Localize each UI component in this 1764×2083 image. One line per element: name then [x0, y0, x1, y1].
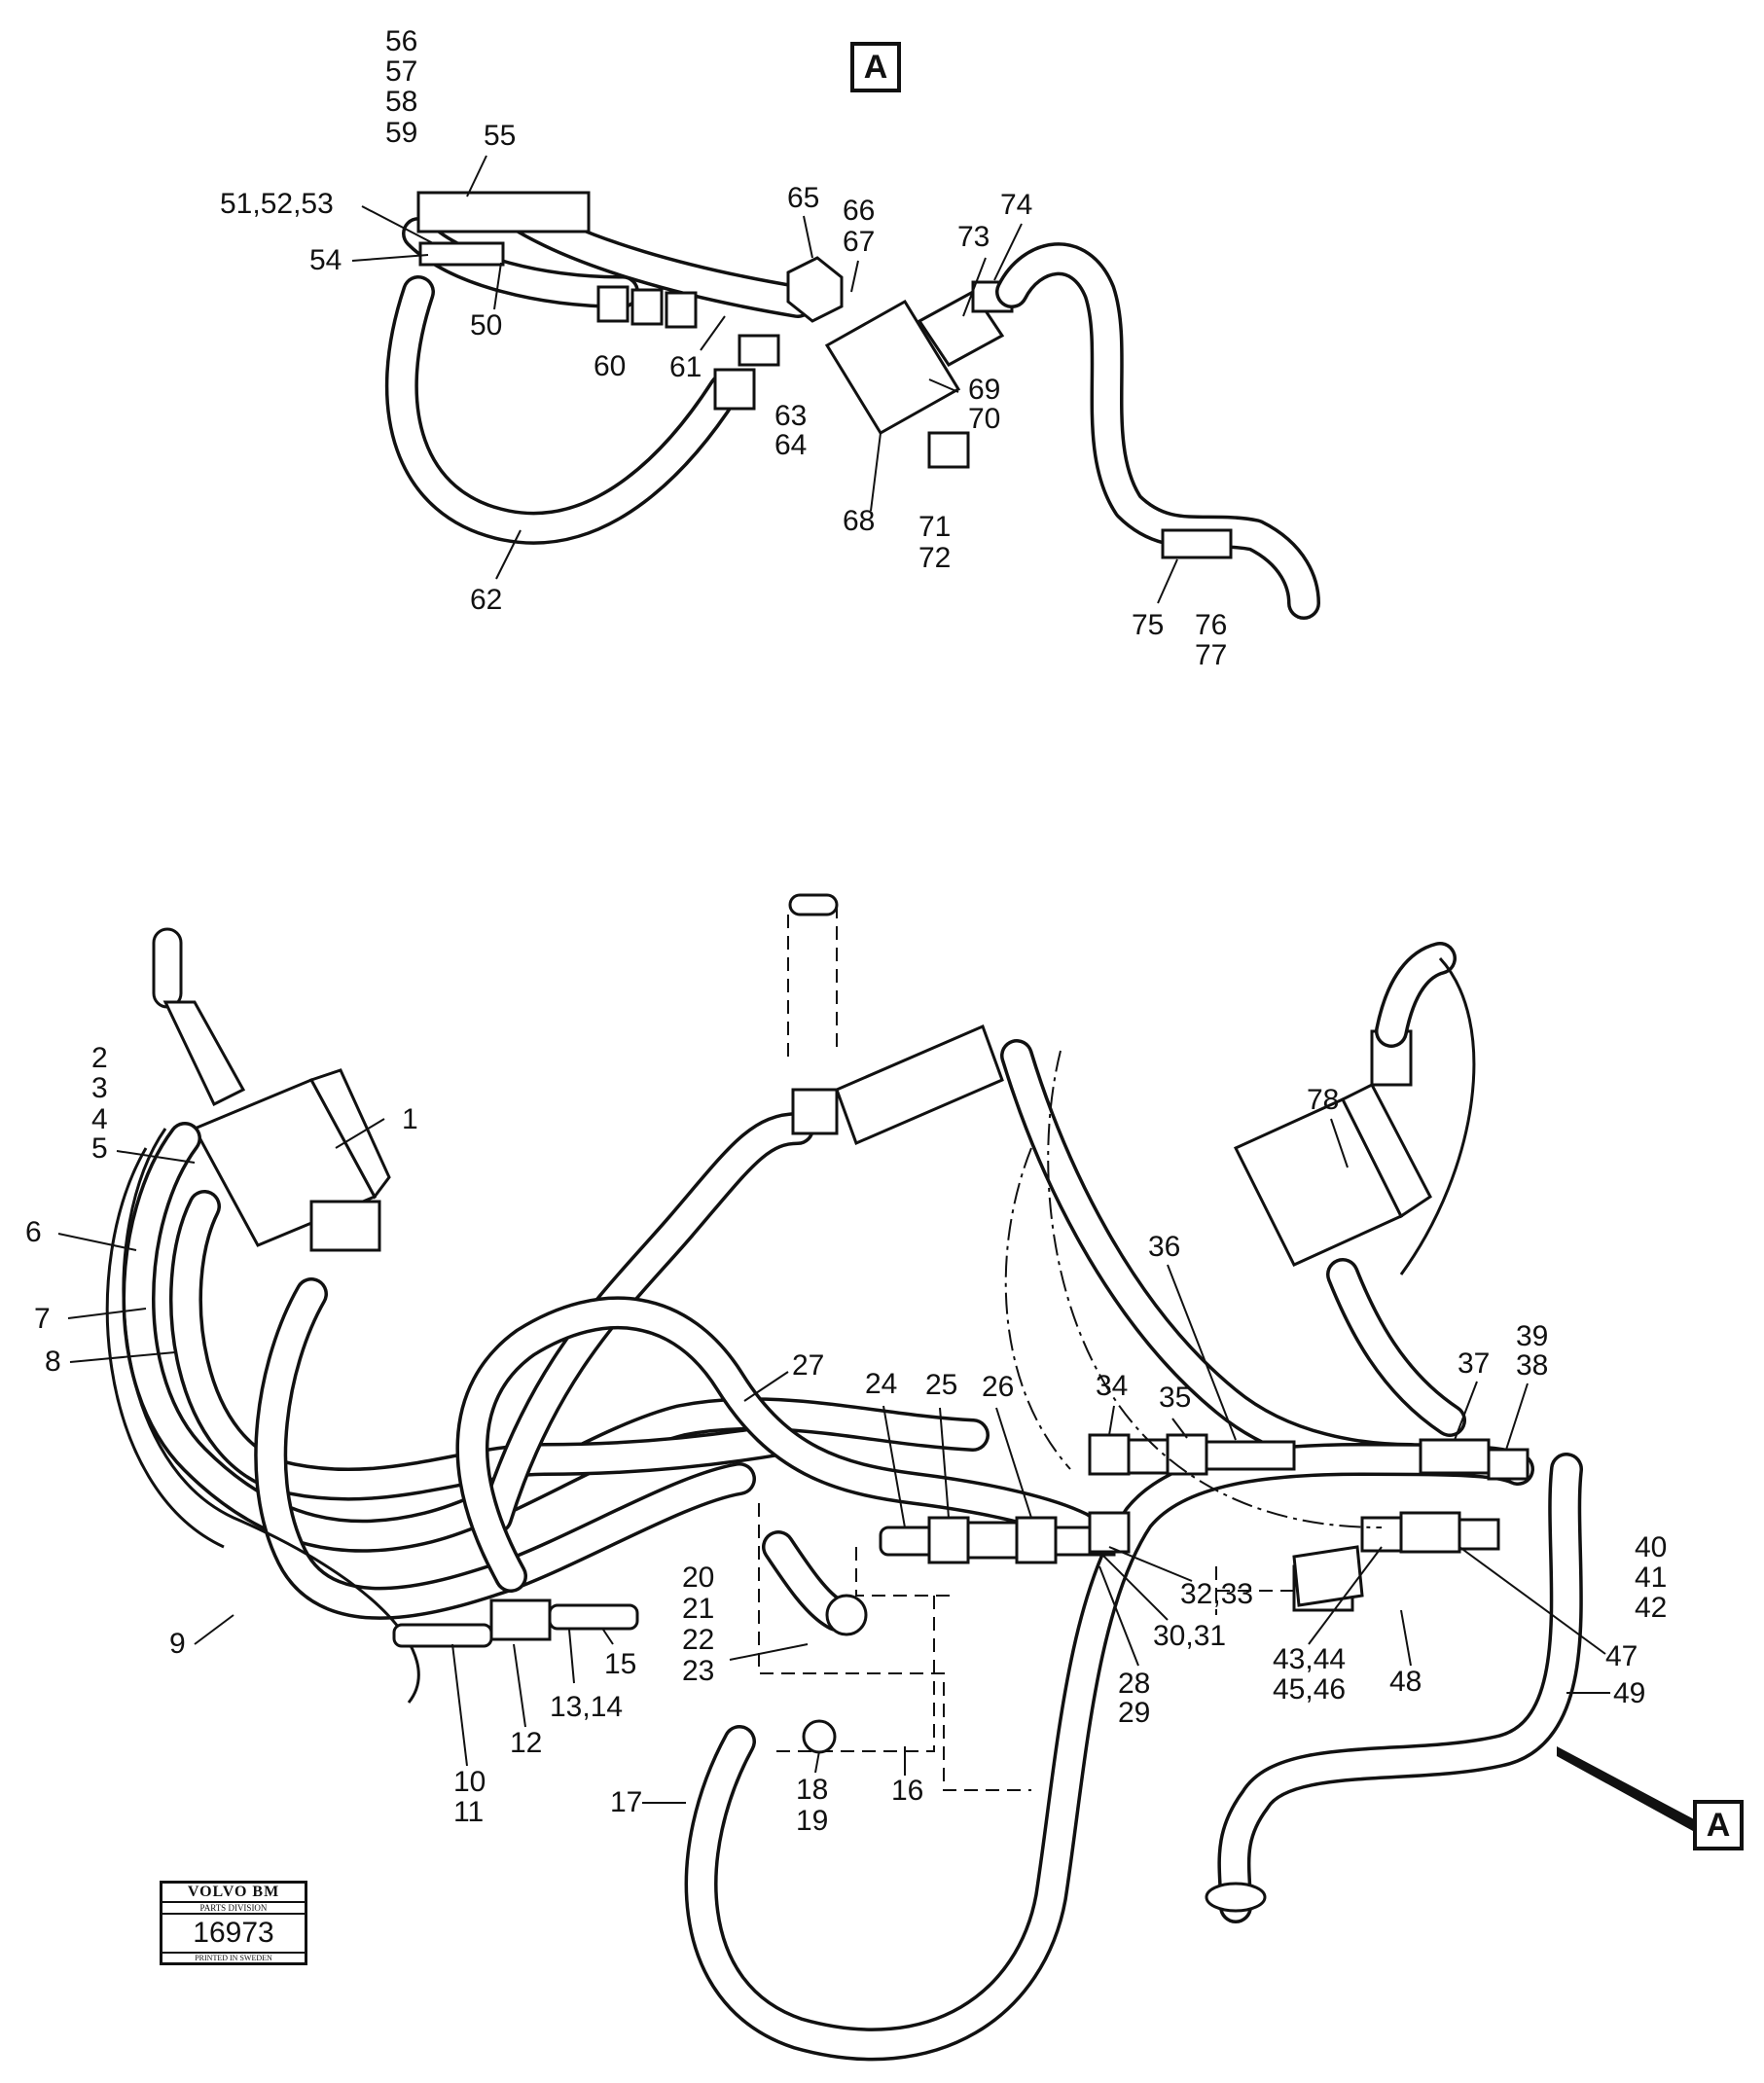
label-2: 2 [91, 1042, 108, 1074]
stamp-number: 16973 [162, 1915, 305, 1954]
label-74: 74 [1000, 189, 1032, 221]
label-43-44: 43,44 [1273, 1643, 1346, 1675]
label-66: 66 [843, 195, 875, 227]
label-19: 19 [796, 1805, 828, 1837]
label-36: 36 [1148, 1231, 1180, 1263]
label-45-46: 45,46 [1273, 1673, 1346, 1706]
label-50: 50 [470, 309, 502, 341]
stamp-division: PARTS DIVISION [162, 1903, 305, 1915]
stamp-brand: VOLVO BM [162, 1884, 305, 1903]
label-23: 23 [682, 1655, 714, 1687]
label-3: 3 [91, 1072, 108, 1104]
volvo-bm-stamp: VOLVO BM PARTS DIVISION 16973 PRINTED IN… [160, 1881, 307, 1965]
label-57: 57 [385, 55, 417, 88]
label-12: 12 [510, 1727, 542, 1759]
label-71: 71 [918, 511, 951, 543]
label-7: 7 [34, 1303, 51, 1335]
label-76: 76 [1195, 609, 1227, 641]
label-16: 16 [891, 1775, 923, 1807]
label-11: 11 [453, 1796, 484, 1828]
label-30-31: 30,31 [1153, 1620, 1226, 1652]
detail-a-labels: 56 57 58 59 55 51,52,53 54 50 60 61 62 6… [220, 25, 1227, 671]
label-20: 20 [682, 1562, 714, 1594]
label-39: 39 [1516, 1320, 1548, 1352]
label-40: 40 [1635, 1531, 1667, 1563]
label-6: 6 [25, 1216, 42, 1248]
label-21: 21 [682, 1593, 714, 1625]
label-15: 15 [604, 1648, 636, 1680]
label-35: 35 [1159, 1382, 1191, 1414]
label-47: 47 [1605, 1640, 1638, 1672]
label-5: 5 [91, 1132, 108, 1165]
label-64: 64 [774, 429, 807, 461]
label-78: 78 [1307, 1084, 1339, 1116]
label-34: 34 [1096, 1370, 1128, 1402]
detail-a-assembly [384, 191, 1320, 620]
label-51-52-53: 51,52,53 [220, 188, 334, 220]
label-8: 8 [45, 1346, 61, 1378]
label-28: 28 [1118, 1668, 1150, 1700]
label-24: 24 [865, 1368, 897, 1400]
label-68: 68 [843, 505, 875, 537]
label-29: 29 [1118, 1697, 1150, 1729]
label-75: 75 [1132, 609, 1164, 641]
label-58: 58 [385, 86, 417, 118]
label-63: 63 [774, 400, 807, 432]
label-54: 54 [309, 244, 342, 276]
label-77: 77 [1195, 639, 1227, 671]
label-65: 65 [787, 182, 819, 214]
main-assembly [105, 893, 1583, 2062]
label-9: 9 [169, 1628, 186, 1660]
label-37: 37 [1458, 1347, 1490, 1380]
label-17: 17 [610, 1786, 642, 1818]
label-69: 69 [968, 374, 1000, 406]
label-22: 22 [682, 1624, 714, 1656]
label-27: 27 [792, 1349, 824, 1382]
label-70: 70 [968, 403, 1000, 435]
label-56: 56 [385, 25, 417, 57]
label-10: 10 [453, 1766, 486, 1798]
label-4: 4 [91, 1103, 108, 1135]
label-48: 48 [1389, 1666, 1422, 1698]
label-38: 38 [1516, 1349, 1548, 1382]
label-73: 73 [957, 221, 990, 253]
label-26: 26 [982, 1371, 1014, 1403]
stamp-printed: PRINTED IN SWEDEN [195, 1954, 272, 1962]
label-59: 59 [385, 117, 417, 149]
label-13-14: 13,14 [550, 1691, 623, 1723]
main-labels: 1 2 3 4 5 6 7 8 9 10 11 12 13,14 15 16 1… [25, 1042, 1698, 1837]
label-61: 61 [669, 351, 702, 383]
detail-a-ref-top: A [850, 42, 901, 92]
label-67: 67 [843, 226, 875, 258]
label-72: 72 [918, 542, 951, 574]
label-49: 49 [1613, 1677, 1645, 1709]
label-25: 25 [925, 1369, 957, 1401]
label-41: 41 [1635, 1562, 1667, 1594]
label-18: 18 [796, 1774, 828, 1806]
label-55: 55 [484, 120, 516, 152]
label-60: 60 [594, 350, 626, 382]
label-1: 1 [402, 1103, 418, 1135]
detail-a-ref-bottom: A [1693, 1800, 1744, 1850]
label-42: 42 [1635, 1592, 1667, 1624]
label-32-33: 32,33 [1180, 1578, 1253, 1610]
label-62: 62 [470, 584, 502, 616]
